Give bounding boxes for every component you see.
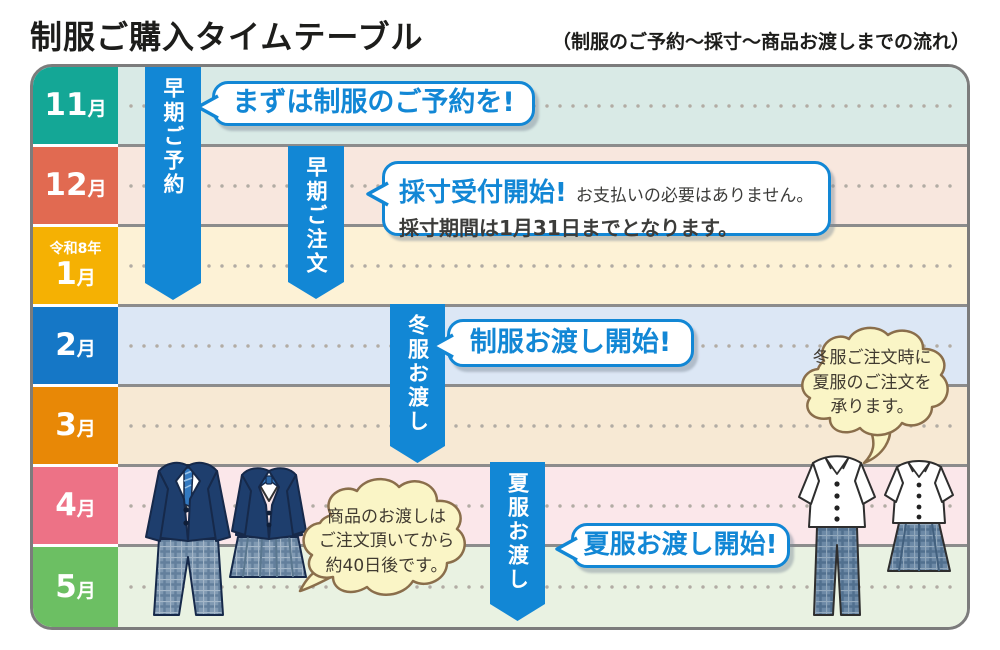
- month-text: 4月: [55, 487, 96, 523]
- delivery-note-line1: 商品のお渡しは: [327, 506, 446, 527]
- summer-order-note-line3: 承ります。: [830, 397, 914, 418]
- era-note-reiwa8: 令和8年: [49, 240, 102, 257]
- delivery-note-cloud: 商品のお渡しは ご注文頂いてから 約40日後です。: [297, 475, 472, 610]
- reserve-callout-text: まずは制服のご予約を!: [232, 87, 515, 118]
- month-text: 5月: [55, 568, 96, 605]
- month-label-february: 2月: [33, 307, 118, 387]
- winter-handover-arrow-label: 冬服お渡し: [405, 314, 430, 434]
- summer-handover-callout-text: 夏服お渡し開始!: [583, 530, 778, 560]
- summer-uniforms-illustration: [798, 455, 954, 616]
- month-label-november: 11月: [33, 67, 118, 147]
- month-text: 12月: [44, 167, 107, 203]
- winter-handover-callout-text: 制服お渡し開始!: [469, 327, 672, 358]
- winter-handover-arrow: 冬服お渡し: [390, 304, 445, 463]
- winter-uniforms-illustration: [145, 461, 307, 616]
- month-text: 1月: [55, 255, 96, 292]
- page-title: 制服ご購入タイムテーブル: [30, 18, 424, 56]
- measurement-callout-title: 採寸受付開始!: [399, 178, 567, 208]
- timetable: 11月 12月 令和8年 1月 2月 3月 4月: [30, 64, 970, 630]
- month-label-may: 5月: [33, 547, 118, 627]
- delivery-note-line3: 約40日後です。: [325, 555, 448, 576]
- summer-order-note-cloud: 冬服ご注文時に 夏服のご注文を 承ります。: [792, 325, 952, 467]
- row-january: 令和8年 1月: [33, 227, 967, 307]
- dotted-line: [125, 423, 957, 428]
- month-label-march: 3月: [33, 387, 118, 467]
- measurement-callout-detail: 採寸期間は1月31日までとなります。: [399, 216, 739, 240]
- page-subtitle: （制服のご予約～採寸～商品お渡しまでの流れ）: [551, 31, 970, 53]
- row-track-january: [118, 227, 967, 307]
- bubble-tail-left-icon: [431, 333, 454, 359]
- cloud-shape-icon: [298, 478, 466, 596]
- cloud-shape-icon: [801, 326, 949, 465]
- bubble-tail-left-icon: [196, 94, 219, 120]
- early-order-arrow-label: 早期ご注文: [304, 156, 328, 276]
- summer-order-note-line1: 冬服ご注文時に: [812, 348, 932, 369]
- month-text: 2月: [55, 327, 96, 363]
- month-label-april: 4月: [33, 467, 118, 547]
- bubble-tail-left-icon: [555, 536, 578, 562]
- summer-handover-arrow: 夏服お渡し: [490, 462, 545, 621]
- early-reservation-arrow: 早期ご予約: [145, 67, 201, 300]
- measurement-callout-note: お支払いの必要はありません。: [575, 186, 814, 206]
- month-label-january: 令和8年 1月: [33, 227, 118, 307]
- bubble-tail-left-icon: [366, 181, 389, 207]
- delivery-note-line2: ご注文頂いてから: [318, 531, 455, 552]
- month-label-december: 12月: [33, 147, 118, 227]
- early-order-arrow: 早期ご注文: [288, 146, 344, 299]
- summer-handover-callout-bubble: 夏服お渡し開始!: [555, 523, 790, 568]
- dotted-line: [125, 103, 957, 108]
- winter-handover-callout-bubble: 制服お渡し開始!: [431, 319, 694, 367]
- dotted-line: [125, 263, 957, 268]
- summer-handover-arrow-label: 夏服お渡し: [505, 472, 530, 592]
- month-text: 11月: [44, 87, 107, 123]
- summer-order-note-line2: 夏服のご注文を: [812, 372, 932, 393]
- month-text: 3月: [55, 407, 96, 443]
- reserve-callout-bubble: まずは制服のご予約を!: [196, 81, 535, 126]
- early-reservation-arrow-label: 早期ご予約: [161, 77, 185, 197]
- measurement-callout-bubble: 採寸受付開始! お支払いの必要はありません。 採寸期間は1月31日までとなります…: [366, 161, 831, 240]
